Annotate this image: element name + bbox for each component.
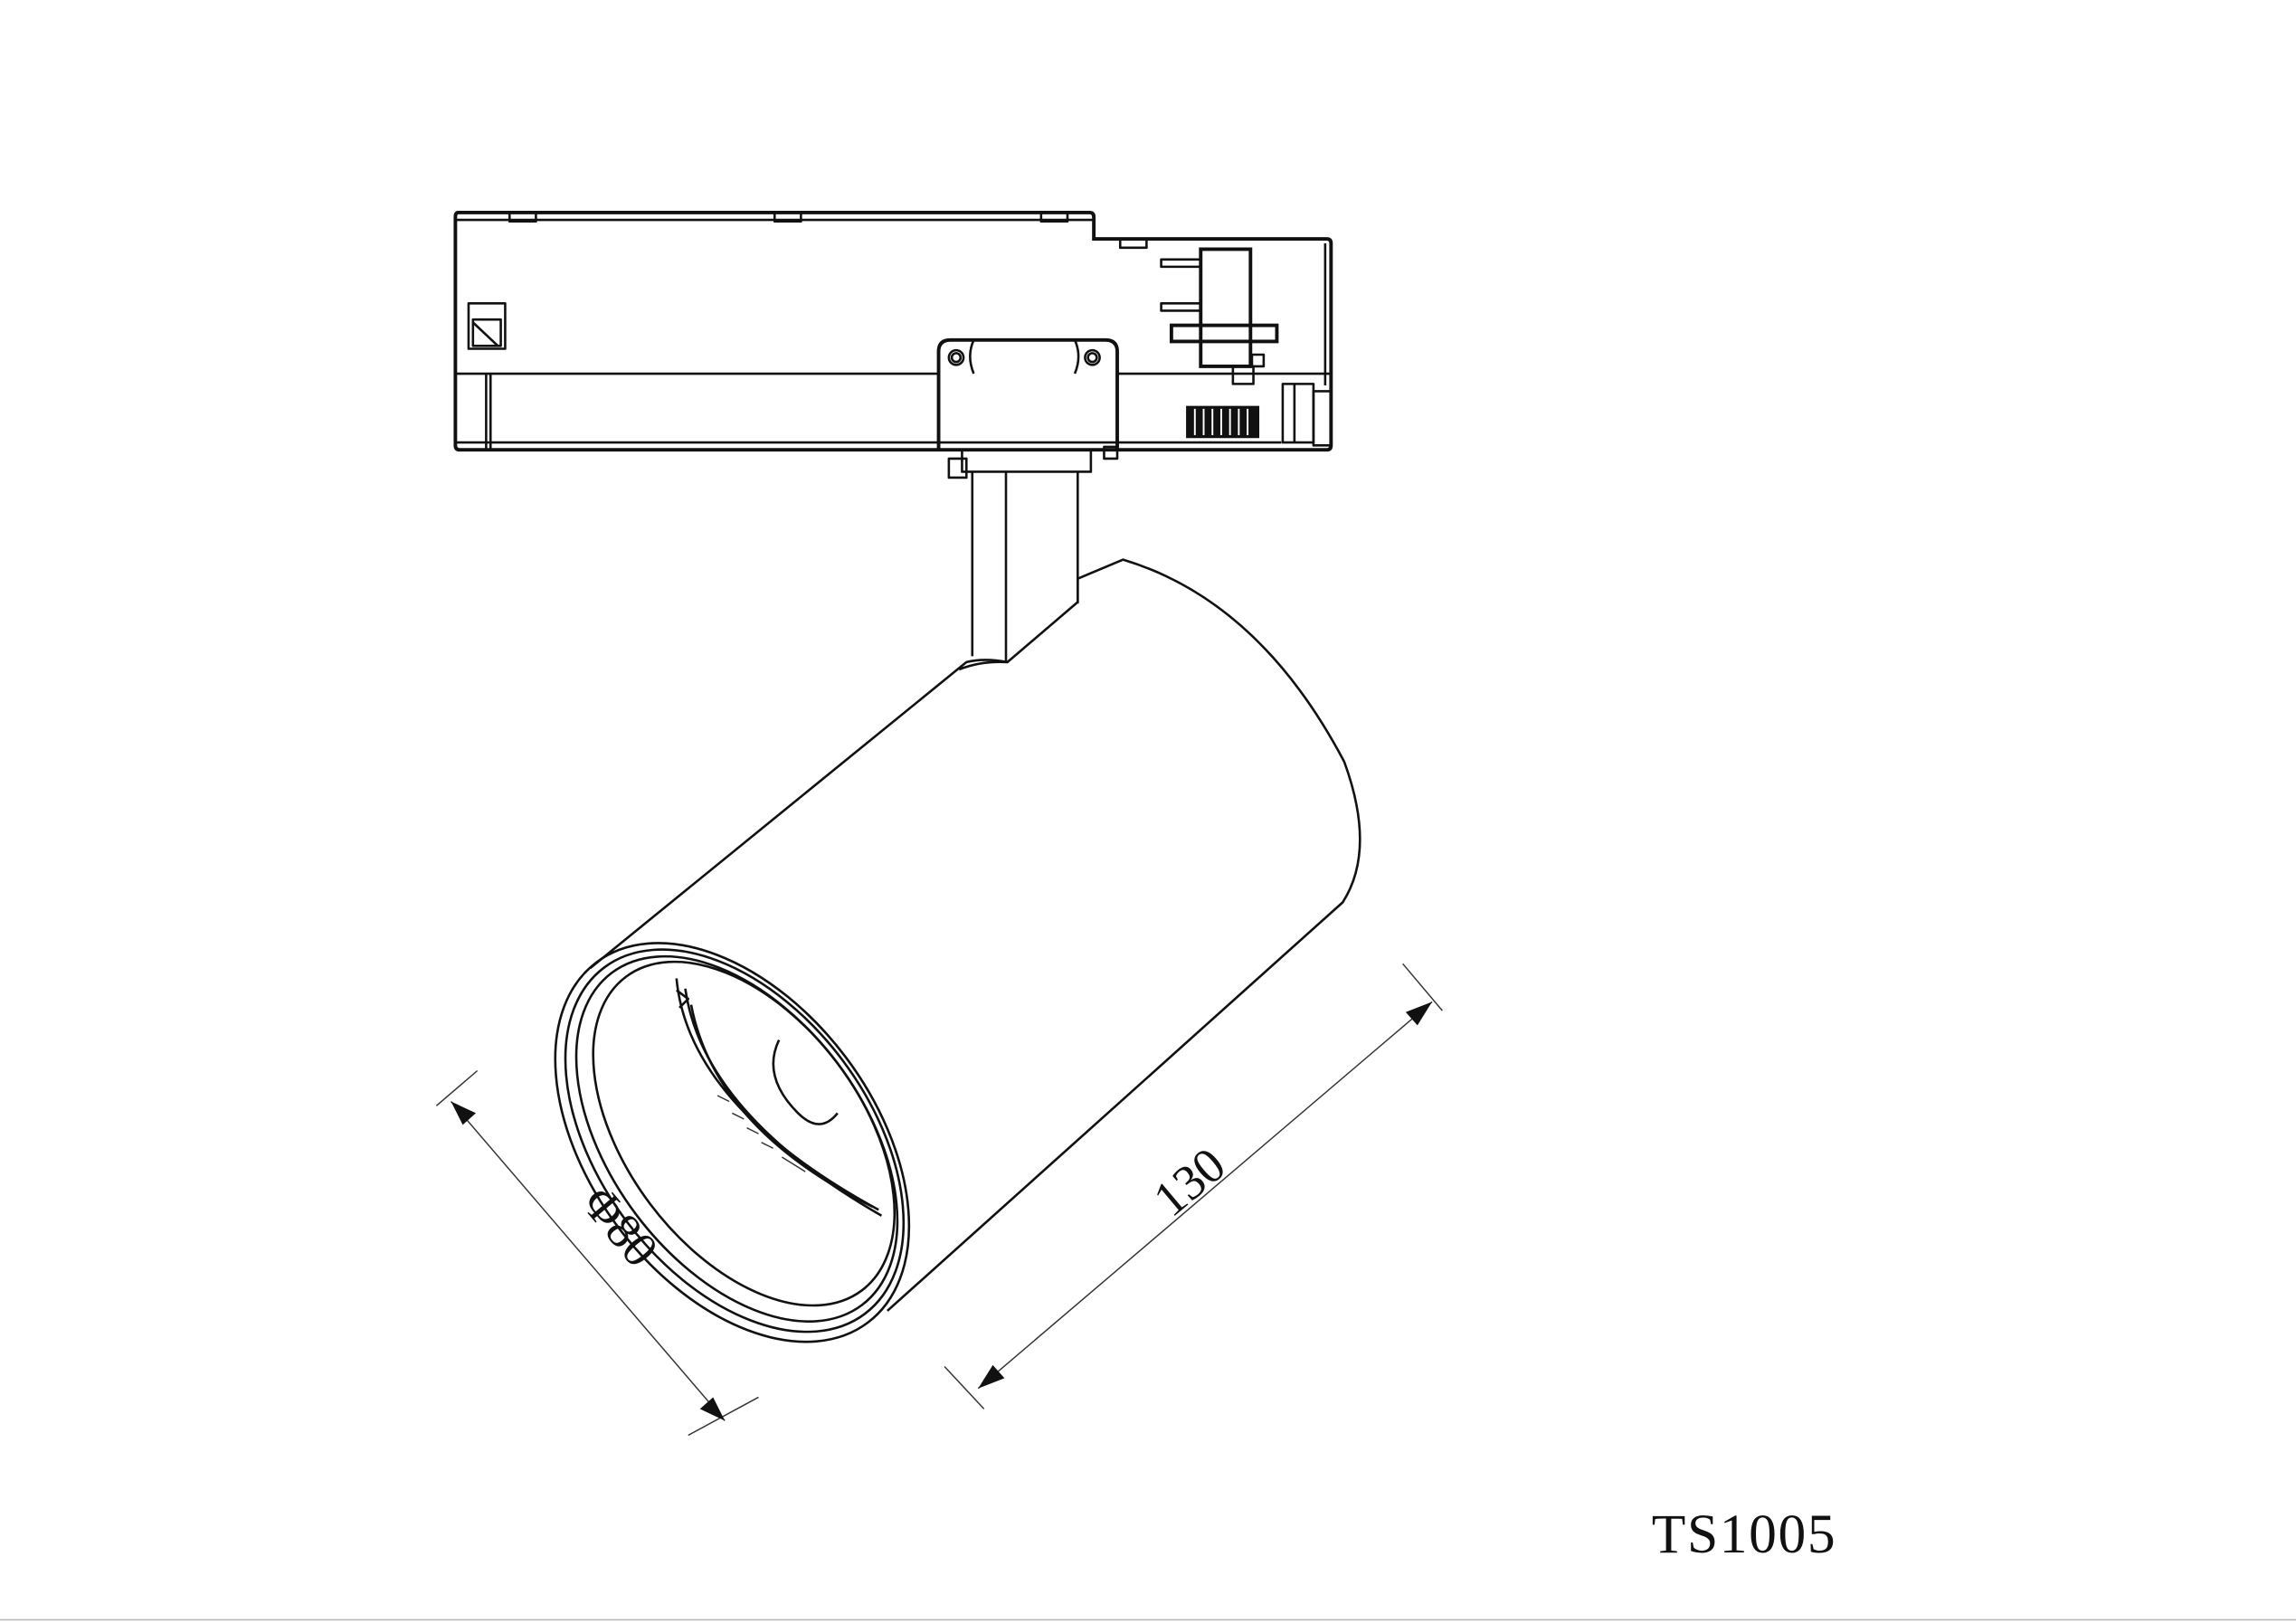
connector bbox=[1160, 247, 1333, 447]
dimension-diameter: Φ80 bbox=[435, 1069, 759, 1437]
clamp bbox=[936, 337, 1119, 451]
model-number: TS1005 bbox=[1652, 1504, 1836, 1565]
stem bbox=[947, 445, 1119, 662]
polarity-symbol bbox=[467, 302, 507, 350]
length-label: 130 bbox=[1143, 1136, 1235, 1227]
front-rim-outer bbox=[554, 942, 911, 1343]
spot-body bbox=[554, 558, 1361, 1343]
dimension-length: 130 bbox=[944, 963, 1443, 1409]
diameter-label: Φ80 bbox=[572, 1175, 669, 1277]
track-adapter bbox=[453, 211, 1333, 452]
grille bbox=[1186, 405, 1260, 439]
reflector bbox=[675, 978, 883, 1217]
